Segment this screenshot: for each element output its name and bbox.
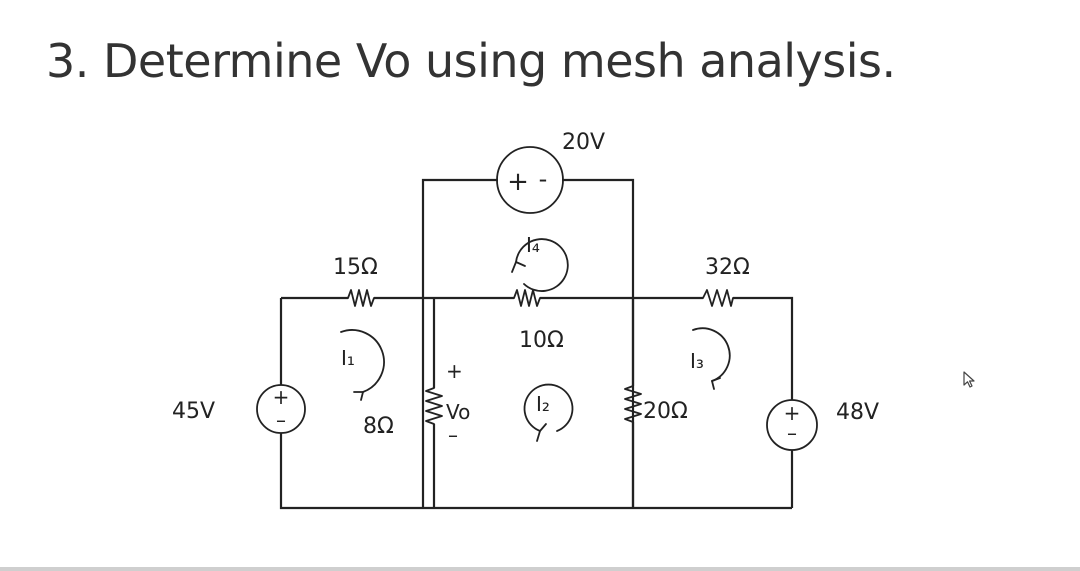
source-48v-label: 48V [836,400,879,425]
bottom-divider [0,567,1080,571]
source-48v-minus: – [787,421,797,445]
slide-title: 3. Determine Vo using mesh analysis. [46,34,896,88]
resistor-8 [425,387,443,425]
source-20v-minus: - [539,165,548,193]
vo-label: Vo [446,400,470,424]
mouse-pointer-icon [963,371,975,388]
resistor-20 [624,385,642,423]
vo-plus: + [446,359,463,383]
source-45v-plus: + [273,385,290,409]
voltage-source-45v [256,384,306,434]
mesh-current-i1-label: I₁ [341,346,355,370]
vo-minus: – [448,423,458,447]
resistor-20-label: 20Ω [643,399,688,424]
source-20v-plus: + [507,167,529,197]
resistor-32-label: 32Ω [705,255,750,280]
wires [279,178,794,510]
resistor-10-label: 10Ω [519,328,564,353]
resistor-32 [702,289,734,307]
source-20v-label: 20V [562,130,605,155]
mesh-current-i4: I₄ [511,233,569,292]
resistor-8-label: 8Ω [363,414,394,439]
resistor-10 [513,289,541,307]
source-45v-label: 45V [172,399,215,424]
mesh-current-i3: I₃ [690,327,731,390]
mesh-current-i2-label: I₂ [536,392,550,416]
source-48v-plus: + [784,401,801,425]
mesh-current-i3-label: I₃ [690,349,704,373]
mesh-current-i4-label: I₄ [526,233,540,257]
voltage-source-48v [766,399,818,451]
resistor-15-label: 15Ω [333,255,378,280]
resistor-15 [347,289,375,307]
voltage-source-20v [496,146,564,214]
mesh-current-i1: I₁ [340,329,385,401]
mesh-current-i2: I₂ [523,383,574,442]
source-45v-minus: – [276,408,286,432]
